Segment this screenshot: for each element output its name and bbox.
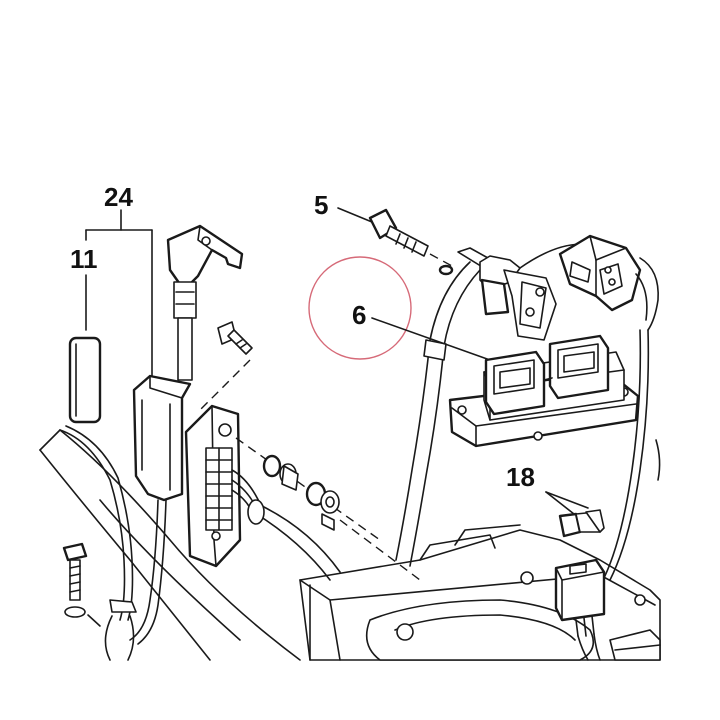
callout-labels: 24 11 5 6 18 — [70, 182, 535, 492]
plug-connector-right — [558, 234, 661, 581]
callout-24-bracket — [85, 209, 153, 379]
part-11-pad — [68, 336, 102, 424]
part-18-relays — [545, 491, 606, 661]
callout-18: 18 — [506, 462, 535, 492]
bolt-lower-left — [62, 542, 101, 627]
cable-harness — [395, 243, 591, 567]
callout-6: 6 — [352, 300, 366, 330]
callout-11: 11 — [70, 244, 98, 274]
connector-bracket — [184, 404, 341, 581]
part-6-control-module — [371, 317, 640, 448]
callout-24: 24 — [104, 182, 133, 212]
chassis-frame — [39, 429, 661, 661]
callout-5: 5 — [314, 190, 328, 220]
washers-grommets — [235, 437, 421, 581]
part-24-sensor-assembly — [59, 224, 244, 661]
highlight-circle — [308, 256, 412, 360]
part-5-bolt — [337, 207, 454, 276]
screw-small-left — [199, 321, 253, 411]
